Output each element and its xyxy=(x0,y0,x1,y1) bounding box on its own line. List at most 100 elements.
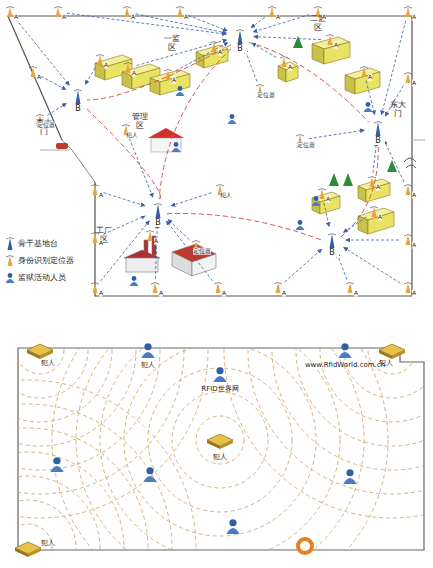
locator-icon xyxy=(151,283,159,294)
signal-arrow xyxy=(16,19,70,85)
tower-mast xyxy=(406,235,411,245)
person-head xyxy=(174,142,179,147)
locator-side xyxy=(392,350,405,359)
tower-mast xyxy=(376,122,381,136)
locator-letter: A xyxy=(184,14,188,21)
signal-ring xyxy=(16,326,64,374)
base-station-tower xyxy=(328,234,336,249)
signal-ring xyxy=(0,302,88,398)
locator-icon xyxy=(210,42,218,53)
base-station-icon xyxy=(151,201,165,219)
tower-mast xyxy=(216,283,221,293)
legend-station-icon xyxy=(6,238,14,251)
locator-side xyxy=(379,350,392,359)
tower-mast xyxy=(330,234,335,248)
item-label: www.RfidWorld.com.cn xyxy=(305,362,385,370)
signal-ring xyxy=(296,254,433,446)
legend-person-icon xyxy=(6,273,15,283)
tower-wave xyxy=(296,135,304,137)
locator-device xyxy=(27,344,53,359)
tower-wave xyxy=(404,283,412,285)
locator-icon xyxy=(146,231,154,242)
person-body xyxy=(130,282,139,286)
tower-wave xyxy=(368,177,376,179)
locator-icon xyxy=(96,55,104,66)
inmate-icon xyxy=(296,220,305,230)
locator-icon xyxy=(6,7,14,18)
tower-wave xyxy=(91,185,99,187)
locator-letter: A xyxy=(368,74,372,81)
locator-icon xyxy=(91,283,99,294)
tower-wave xyxy=(318,189,326,191)
signal-ring xyxy=(0,380,196,568)
tower-mast xyxy=(406,73,411,83)
backbone-link xyxy=(341,147,378,237)
signal-ring xyxy=(100,320,340,560)
backbone-link xyxy=(87,45,231,100)
trees xyxy=(293,36,397,186)
locator-letter: A xyxy=(159,290,163,297)
locator-icon xyxy=(404,73,412,84)
inmate-icon xyxy=(141,343,155,358)
signal-arrow xyxy=(344,217,367,232)
inmate-icon xyxy=(172,142,181,152)
locator-icon xyxy=(346,283,354,294)
tower-mast xyxy=(8,238,13,250)
signal-ring xyxy=(224,182,433,518)
locator-icon xyxy=(318,189,326,200)
tower-wave xyxy=(124,63,132,65)
tower-wave xyxy=(36,115,44,117)
person-head xyxy=(314,196,319,201)
station-letter: B xyxy=(233,45,247,53)
station-letter: B xyxy=(71,105,85,113)
signal-arrow xyxy=(67,13,226,34)
locator-letter: A xyxy=(354,290,358,297)
signal-arrow xyxy=(104,193,145,206)
item-label: RFID世界网 xyxy=(201,386,238,394)
person-head xyxy=(230,114,235,119)
prison-wall xyxy=(8,16,412,296)
locator-letter: A xyxy=(104,62,108,69)
locator-letter: A xyxy=(99,240,103,247)
locator-letter: A xyxy=(172,77,176,84)
signal-ring xyxy=(0,500,76,568)
locator-icon xyxy=(404,185,412,196)
signal-ring xyxy=(148,368,292,512)
locator-icon xyxy=(274,283,282,294)
person-head xyxy=(341,343,348,350)
signal-arrow xyxy=(309,130,364,139)
tower-wave xyxy=(210,42,218,44)
base-station-tower xyxy=(154,204,162,219)
locator-letter: A xyxy=(62,14,66,21)
tower-mast xyxy=(370,177,375,187)
signal-arrow xyxy=(245,49,257,81)
locator-icon xyxy=(214,283,222,294)
tower-wave xyxy=(256,85,264,87)
tower-wave xyxy=(151,283,159,285)
tower-mast xyxy=(320,189,325,199)
tower-wave xyxy=(91,283,99,285)
tower-wave xyxy=(404,7,412,9)
locator-letter: A xyxy=(412,242,416,249)
signal-ring xyxy=(76,296,364,568)
locator-icon xyxy=(404,235,412,246)
locator-letter: A xyxy=(326,196,330,203)
inmate-icon xyxy=(50,457,64,472)
person-body xyxy=(226,528,240,534)
tower-mast xyxy=(125,7,130,17)
base-station-tower xyxy=(236,30,244,45)
tower-mast xyxy=(372,207,377,217)
inmate-icon xyxy=(312,196,321,206)
area-name: 一监区 xyxy=(164,35,181,53)
station-letter: B xyxy=(151,219,165,227)
item-label: 犯人 xyxy=(41,360,55,368)
inmate-icon xyxy=(338,343,352,358)
tower-mast xyxy=(328,35,333,45)
person-head xyxy=(8,273,13,278)
signal-ring xyxy=(196,416,244,464)
locator-device xyxy=(379,344,405,359)
person-body xyxy=(213,376,227,382)
person-body xyxy=(143,476,157,482)
locator-letter: A xyxy=(412,290,416,297)
